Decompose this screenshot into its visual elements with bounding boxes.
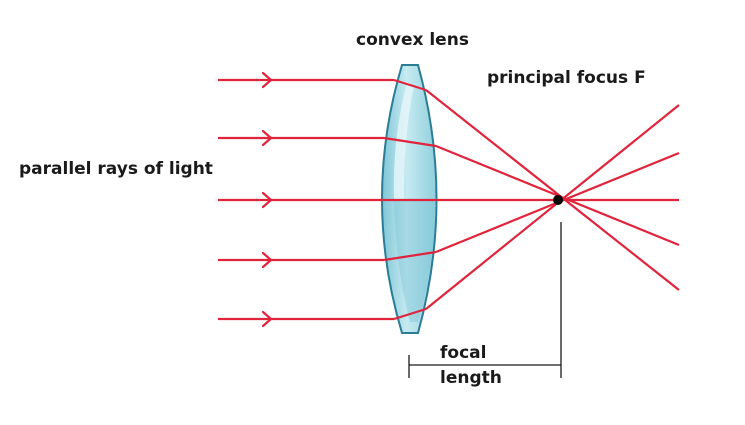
arrow-head-icon bbox=[261, 129, 273, 147]
refracted-rays-in-lens bbox=[380, 78, 439, 321]
converging-rays bbox=[425, 89, 680, 310]
focal-length-label-line2: length bbox=[440, 368, 502, 388]
converging-ray-5 bbox=[425, 104, 680, 310]
focal-length-label-line1: focal bbox=[440, 343, 487, 363]
lens-lower-shade bbox=[394, 200, 436, 322]
convex-lens-label: convex lens bbox=[356, 30, 469, 50]
parallel-rays-label: parallel rays of light bbox=[19, 159, 213, 179]
arrow-head-icon bbox=[261, 310, 273, 328]
arrow-head-icon bbox=[261, 191, 273, 209]
in-lens-ray-5 bbox=[393, 307, 427, 321]
converging-ray-1 bbox=[425, 89, 680, 291]
in-lens-ray-2 bbox=[383, 136, 437, 148]
ray-arrowheads bbox=[261, 71, 273, 328]
principal-focus-point bbox=[553, 195, 563, 205]
in-lens-ray-4 bbox=[383, 250, 437, 262]
arrow-head-icon bbox=[261, 251, 273, 269]
incident-rays bbox=[218, 78, 394, 321]
in-lens-ray-1 bbox=[393, 78, 427, 92]
arrow-head-icon bbox=[261, 71, 273, 89]
focal-length-marker bbox=[408, 222, 562, 378]
principal-focus-label: principal focus F bbox=[487, 68, 646, 88]
